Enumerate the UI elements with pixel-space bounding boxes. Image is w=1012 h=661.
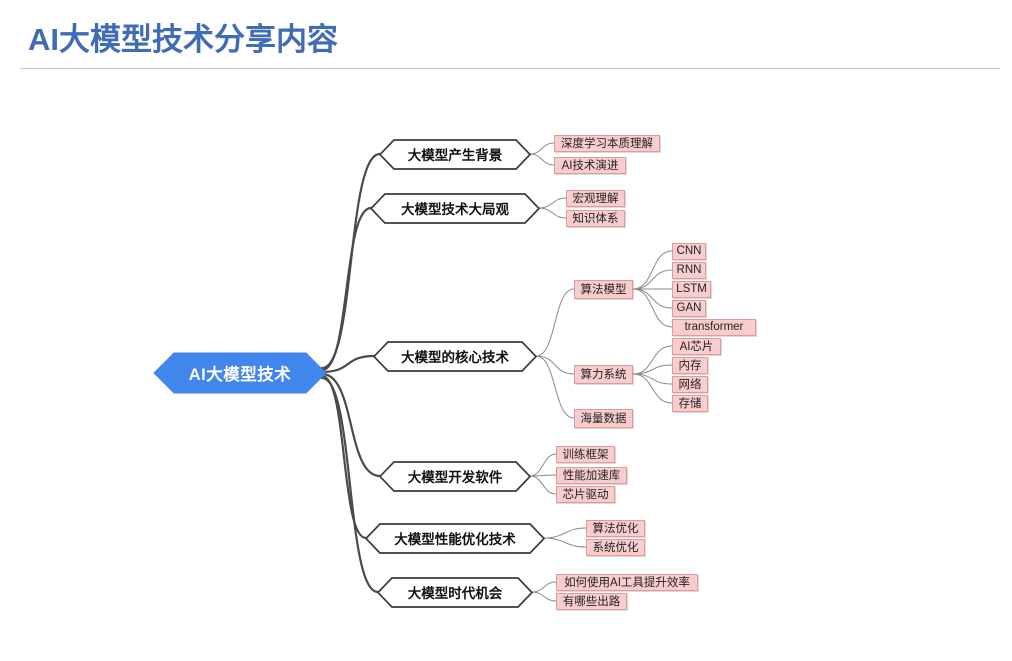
hexagon-shape bbox=[153, 352, 327, 394]
mindmap-leaf-node[interactable]: 宏观理解 bbox=[566, 189, 625, 207]
mindmap-leaf-node[interactable]: 系统优化 bbox=[586, 538, 645, 556]
mindmap-branch-label: 大模型的核心技术 bbox=[401, 350, 509, 365]
mindmap-mid-node[interactable]: 海量数据 bbox=[574, 408, 633, 428]
mindmap-edge bbox=[531, 581, 557, 593]
mindmap-edge bbox=[632, 250, 673, 290]
mindmap-leaf-node[interactable]: AI技术演进 bbox=[554, 156, 626, 174]
mindmap-edge bbox=[632, 288, 673, 309]
hexagon-shape bbox=[369, 192, 541, 224]
hexagon-shape bbox=[364, 522, 546, 554]
mindmap-leaf-node[interactable]: 网络 bbox=[672, 375, 708, 393]
mindmap-mid-node[interactable]: 算力系统 bbox=[574, 364, 633, 384]
mindmap-edge bbox=[543, 527, 587, 539]
hexagon-shape bbox=[378, 460, 532, 492]
mindmap-edge bbox=[320, 354, 376, 374]
mindmap-edge bbox=[529, 475, 557, 495]
mindmap-leaf-node[interactable]: LSTM bbox=[672, 280, 711, 298]
mindmap-edge bbox=[320, 206, 373, 372]
mindmap-leaf-node[interactable]: RNN bbox=[672, 261, 706, 279]
mindmap-mid-node[interactable]: 算法模型 bbox=[574, 279, 633, 299]
mindmap-leaf-node[interactable]: 性能加速库 bbox=[556, 466, 627, 484]
mindmap-leaf-node[interactable]: transformer bbox=[672, 318, 756, 336]
mindmap-canvas: AI大模型技术 大模型产生背景 深度学习本质理解 AI技术演进大模型技术大局观 宏观理解… bbox=[0, 80, 1012, 661]
mindmap-leaf-node[interactable]: GAN bbox=[672, 299, 706, 317]
mindmap-leaf-node[interactable]: 如何使用AI工具提升效率 bbox=[556, 573, 698, 591]
mindmap-edge bbox=[529, 142, 555, 155]
hexagon-shape bbox=[378, 138, 532, 170]
mindmap-edge bbox=[535, 355, 575, 419]
mindmap-branch-label: 大模型产生背景 bbox=[407, 148, 503, 163]
mindmap-branch-node-1[interactable]: 大模型技术大局观 bbox=[369, 192, 541, 224]
mindmap-leaf-node[interactable]: 算法优化 bbox=[586, 519, 645, 537]
mindmap-root-node[interactable]: AI大模型技术 bbox=[153, 352, 327, 394]
mindmap-edge bbox=[632, 373, 673, 385]
mindmap-branch-label: 大模型技术大局观 bbox=[401, 202, 509, 217]
mindmap-edge bbox=[531, 591, 557, 602]
mindmap-edge bbox=[320, 372, 382, 478]
title-divider bbox=[20, 68, 1000, 69]
mindmap-edge bbox=[535, 288, 575, 357]
mindmap-branch-node-3[interactable]: 大模型开发软件 bbox=[378, 460, 532, 492]
hexagon-shape bbox=[372, 340, 538, 372]
mindmap-leaf-node[interactable]: 内存 bbox=[672, 356, 708, 374]
mindmap-leaf-node[interactable]: 存储 bbox=[672, 394, 708, 412]
mindmap-edge bbox=[632, 373, 673, 404]
mindmap-root-label: AI大模型技术 bbox=[188, 366, 292, 384]
mindmap-branch-label: 大模型性能优化技术 bbox=[394, 532, 516, 547]
mindmap-edge bbox=[543, 537, 587, 548]
mindmap-leaf-node[interactable]: 深度学习本质理解 bbox=[554, 134, 660, 152]
mindmap-leaf-node[interactable]: AI芯片 bbox=[672, 337, 721, 355]
mindmap-edge bbox=[535, 355, 575, 375]
page-title: AI大模型技术分享内容 bbox=[28, 22, 338, 57]
mindmap-edges bbox=[320, 142, 673, 602]
mindmap-edge bbox=[632, 288, 673, 328]
mindmap-edge bbox=[538, 197, 567, 209]
mindmap-leaf-node[interactable]: CNN bbox=[672, 242, 706, 260]
mindmap-edge bbox=[529, 153, 555, 166]
mindmap-leaf-node[interactable]: 有哪些出路 bbox=[556, 592, 627, 610]
mindmap-edge bbox=[320, 376, 380, 594]
mindmap-edge bbox=[632, 345, 673, 375]
mindmap-branch-node-5[interactable]: 大模型时代机会 bbox=[376, 576, 534, 608]
mindmap-edge bbox=[538, 207, 567, 219]
hexagon-shape bbox=[376, 576, 534, 608]
mindmap-branch-label: 大模型时代机会 bbox=[407, 586, 503, 601]
mindmap-branch-label: 大模型开发软件 bbox=[407, 470, 503, 485]
mindmap-branch-node-0[interactable]: 大模型产生背景 bbox=[378, 138, 532, 170]
mindmap-leaf-node[interactable]: 知识体系 bbox=[566, 209, 625, 227]
mindmap-leaf-node[interactable]: 训练框架 bbox=[556, 445, 615, 463]
mindmap-edge bbox=[529, 453, 557, 477]
mindmap-leaf-node[interactable]: 芯片驱动 bbox=[556, 485, 615, 503]
mindmap-branch-node-2[interactable]: 大模型的核心技术 bbox=[372, 340, 538, 372]
mindmap-branch-node-4[interactable]: 大模型性能优化技术 bbox=[364, 522, 546, 554]
mindmap-edge bbox=[632, 269, 673, 290]
